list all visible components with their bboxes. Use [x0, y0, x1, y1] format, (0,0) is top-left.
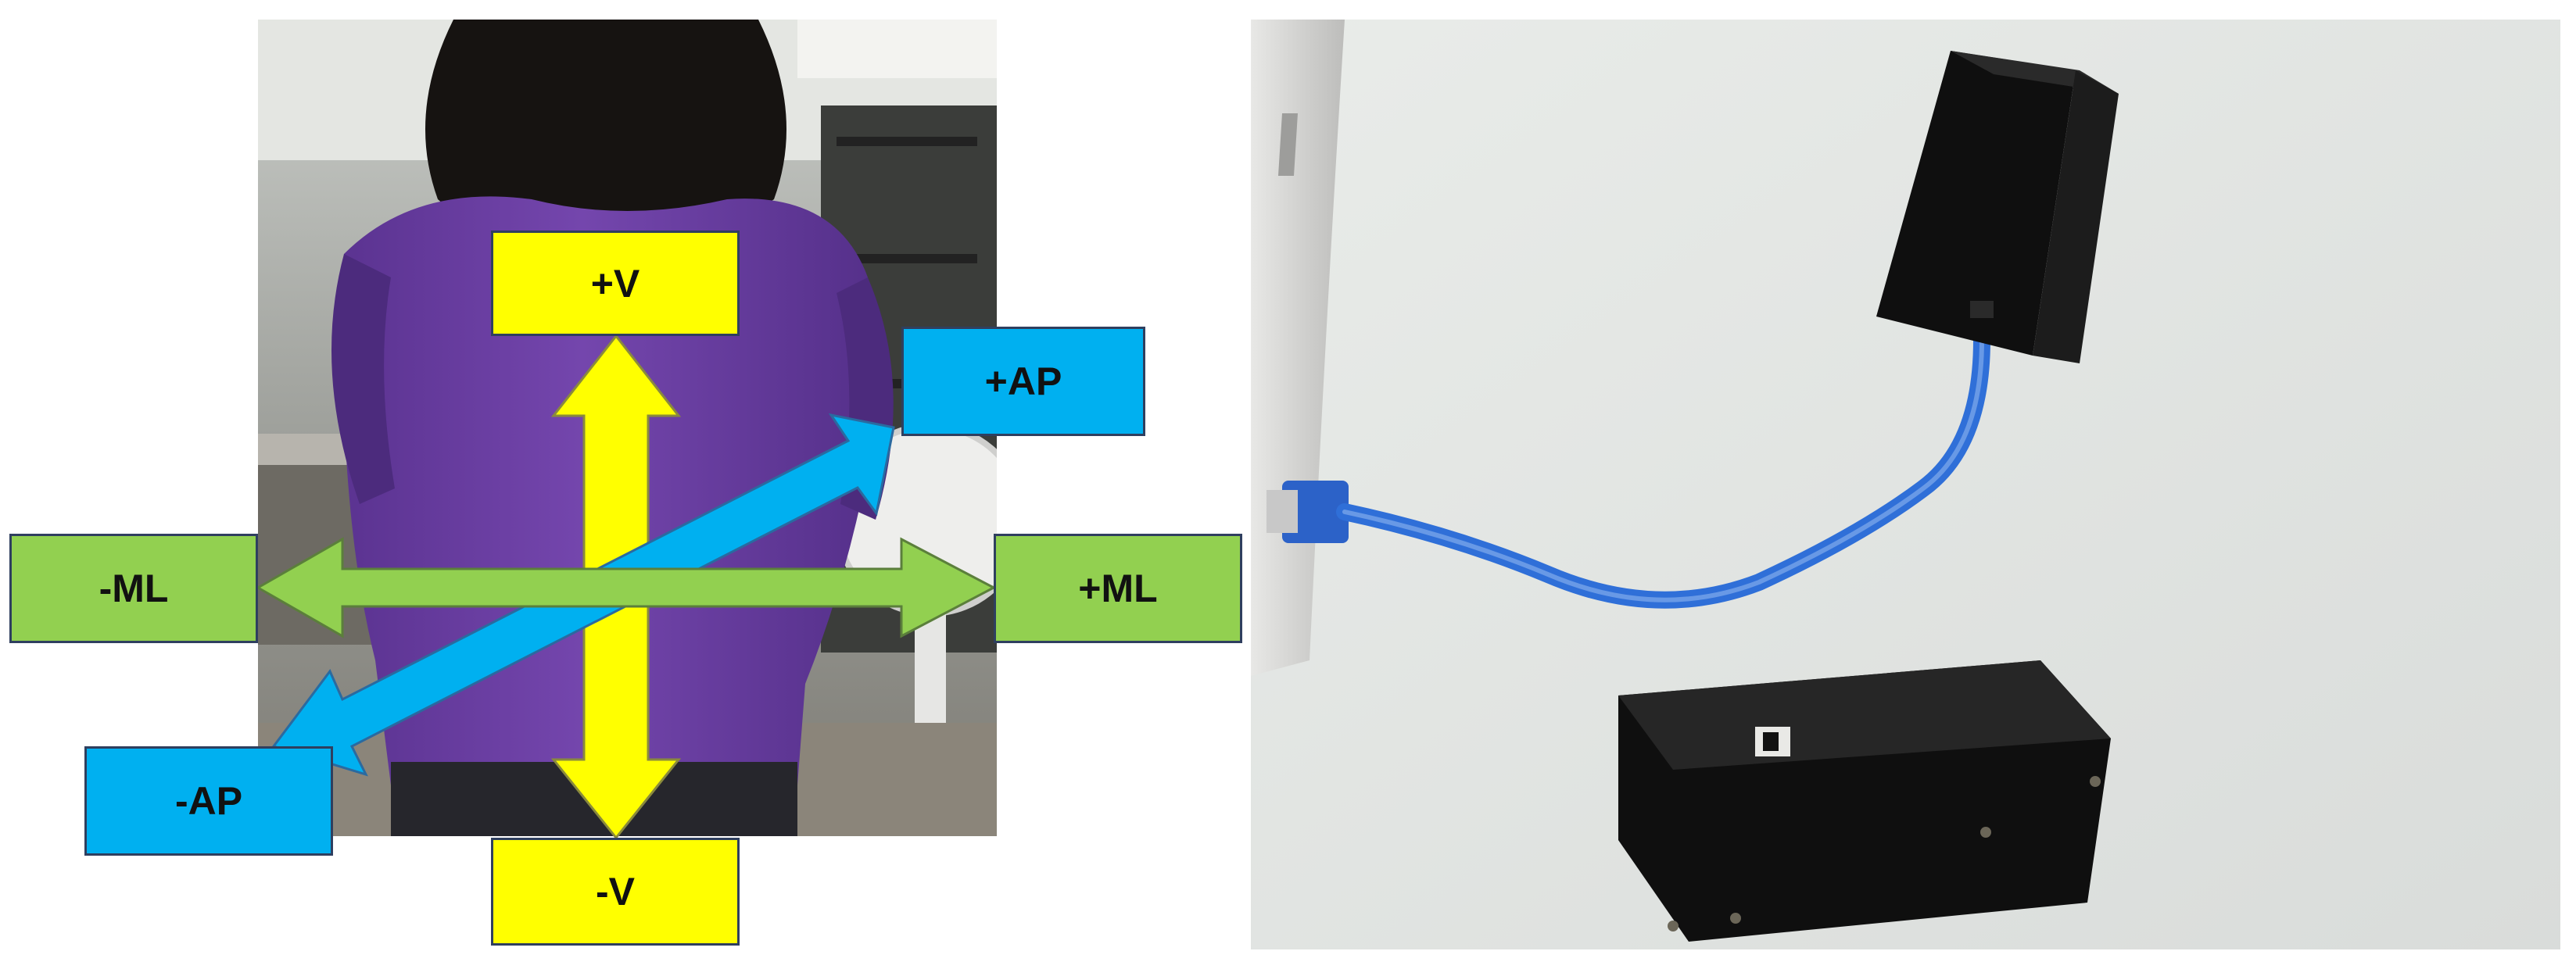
minus-ml-label: -ML — [9, 534, 258, 643]
minus-ap-label: -AP — [84, 746, 333, 856]
minus-v-label: -V — [491, 838, 740, 946]
sensor-photo — [1251, 20, 2560, 949]
plus-ap-label: +AP — [901, 327, 1145, 436]
plus-v-label: +V — [491, 231, 740, 336]
plus-ml-label: +ML — [994, 534, 1242, 643]
